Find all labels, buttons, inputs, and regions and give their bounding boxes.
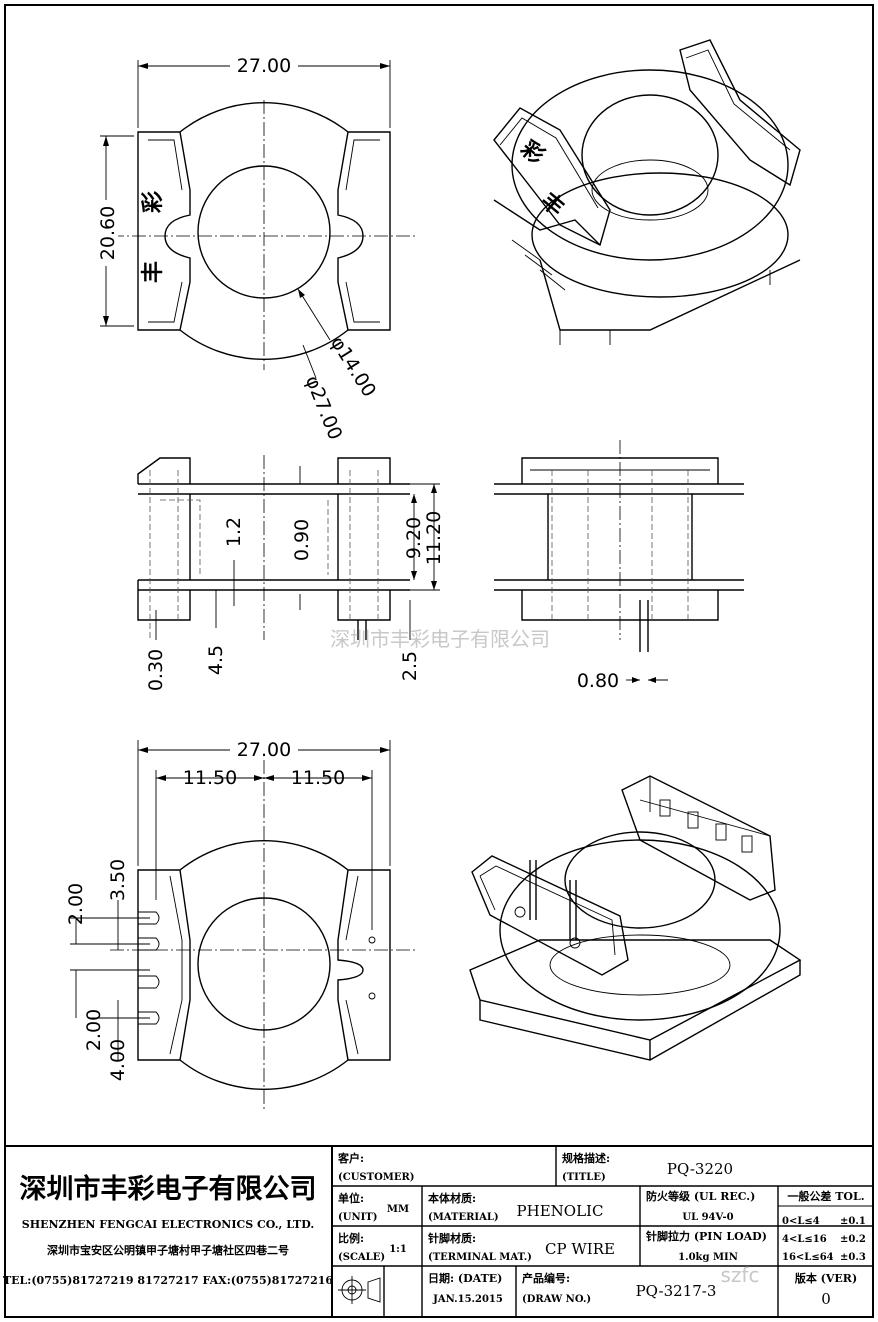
isometric-view-bottom — [469, 775, 802, 1061]
projection-symbol — [338, 1276, 381, 1304]
company-name-en: SHENZHEN FENGCAI ELECTRONICS CO., LTD. — [22, 1218, 314, 1231]
company-address: 深圳市宝安区公明镇甲子塘村甲子塘社区四巷二号 — [47, 1243, 289, 1257]
unit-label-en: (UNIT) — [338, 1212, 377, 1223]
version-label: 版本 (VER) — [795, 1271, 857, 1285]
tol-range: 4<L≤16 — [782, 1234, 827, 1245]
dim-side-h3: 9.20 — [403, 517, 425, 559]
watermark-url: szfc — [721, 1263, 760, 1287]
dim-v4: 4.00 — [107, 1039, 129, 1081]
customer-label-en: (CUSTOMER) — [338, 1172, 415, 1183]
customer-label: 客户: — [337, 1151, 364, 1165]
company-name-cn: 深圳市丰彩电子有限公司 — [20, 1173, 317, 1205]
tol-value: ±0.2 — [840, 1234, 866, 1245]
title-label-en: (TITLE) — [562, 1172, 606, 1183]
material-label: 本体材质: — [428, 1191, 476, 1205]
date-label: 日期: (DATE) — [428, 1271, 502, 1285]
title-block: 深圳市丰彩电子有限公司 SHENZHEN FENGCAI ELECTRONICS… — [3, 1145, 874, 1318]
dim-v1: 3.50 — [107, 859, 129, 901]
title-value: PQ-3220 — [667, 1160, 733, 1178]
dim-side-b1: 0.30 — [145, 649, 167, 691]
tol-value: ±0.3 — [840, 1252, 866, 1263]
pin-material-label: 针脚材质: — [428, 1231, 476, 1245]
dim-side-h4: 11.20 — [423, 511, 445, 565]
pin-load-value: 1.0kg MIN — [678, 1252, 738, 1263]
tol-value: ±0.1 — [840, 1216, 866, 1227]
material-label-en: (MATERIAL) — [428, 1212, 499, 1223]
ul-value: UL 94V-0 — [682, 1212, 733, 1223]
tol-range: 16<L≤64 — [782, 1252, 834, 1263]
unit-value: MM — [387, 1204, 409, 1215]
unit-label: 单位: — [338, 1191, 364, 1205]
inner-bore-circle — [197, 165, 331, 299]
tolerance-label: 一般公差 TOL. — [787, 1189, 864, 1203]
ul-label: 防火等级 (UL REC.) — [646, 1189, 755, 1203]
bottom-view: 27.00 11.50 11.50 3.50 2.00 2.00 4.00 — [65, 738, 418, 1110]
tol-range: 0<L≤4 — [782, 1216, 820, 1227]
dim-side-b2: 4.5 — [205, 645, 227, 675]
dim-side-b3: 2.5 — [399, 651, 421, 681]
version-value: 0 — [821, 1290, 831, 1308]
watermark: 深圳市丰彩电子有限公司 — [330, 627, 550, 651]
sheet-border — [4, 4, 874, 1318]
isometric-view-top: 丰 彩 — [493, 39, 801, 345]
drawno-value: PQ-3217-3 — [636, 1282, 717, 1300]
dim-outer-dia: φ27.00 — [301, 373, 346, 443]
dim-inner-dia: φ14.00 — [326, 333, 380, 401]
dim-half-right: 11.50 — [291, 767, 345, 789]
material-value: PHENOLIC — [517, 1202, 604, 1220]
side-view-left: 0.90 1.2 9.20 11.20 0.30 4.5 2.5 — [137, 455, 445, 691]
dim-side-h2: 0.90 — [291, 519, 313, 561]
title-label: 规格描述: — [562, 1151, 610, 1165]
front-view-right: 0.80 — [494, 440, 744, 692]
dim-top-width: 27.00 — [237, 55, 291, 77]
top-view: 彩 丰 27.00 20.60 φ14.00 φ27.00 — [94, 54, 418, 443]
dim-half-left: 11.50 — [183, 767, 237, 789]
iso2-bore — [564, 831, 716, 929]
brand-glyph: 丰 — [140, 261, 166, 283]
brand-glyph: 丰 — [536, 188, 570, 222]
pin-material-label-en: (TERMINAL MAT.) — [428, 1252, 532, 1263]
drawno-label-en: (DRAW NO.) — [522, 1294, 591, 1305]
dim-pin-width: 0.80 — [577, 670, 619, 692]
iso-bore — [581, 94, 719, 216]
pin-load-label: 针脚拉力 (PIN LOAD) — [646, 1229, 767, 1243]
brand-glyph: 彩 — [515, 135, 549, 170]
scale-label: 比例: — [338, 1231, 364, 1245]
pin-material-value: CP WIRE — [545, 1240, 615, 1258]
company-phone: TEL:(0755)81727219 81727217 FAX:(0755)81… — [3, 1274, 333, 1287]
scale-label-en: (SCALE) — [338, 1252, 385, 1263]
dim-bottom-width: 27.00 — [237, 739, 291, 761]
dim-v3: 2.00 — [83, 1009, 105, 1051]
brand-glyph: 彩 — [140, 191, 166, 214]
drawno-label: 产品编号: — [522, 1271, 570, 1285]
dim-v2: 2.00 — [65, 883, 87, 925]
dim-top-height: 20.60 — [97, 206, 119, 260]
scale-value: 1:1 — [389, 1244, 407, 1255]
bottom-bore-circle — [197, 897, 331, 1031]
date-value: JAN.15.2015 — [432, 1294, 503, 1305]
dim-side-h1: 1.2 — [223, 517, 245, 547]
